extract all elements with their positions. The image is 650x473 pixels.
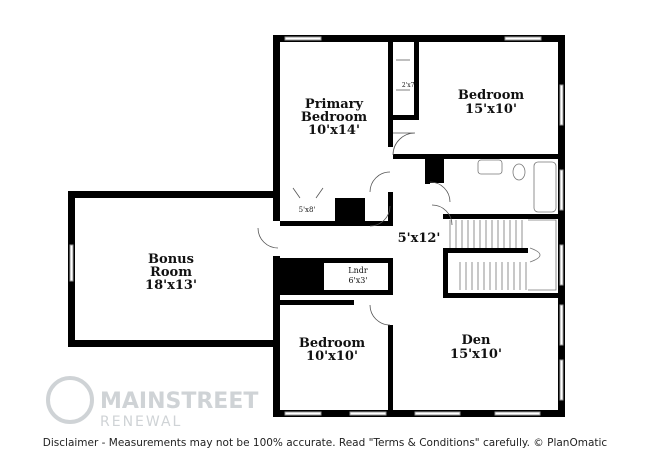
- closet-top-size: 2'x7': [402, 82, 417, 89]
- watermark: MAINSTREET RENEWAL: [46, 376, 258, 430]
- disclaimer-text: Disclaimer - Measurements may not be 100…: [42, 437, 608, 449]
- bonus-room-label-1: Bonus: [148, 252, 194, 267]
- den-label: Den: [462, 333, 492, 348]
- bedroom-top-size: 15'x10': [465, 102, 517, 117]
- windows: [69, 36, 564, 416]
- doors: [257, 59, 453, 326]
- bath-fixtures: [477, 159, 557, 213]
- laundry-label: Lndr: [348, 266, 368, 275]
- bonus-room-size: 18'x13': [145, 278, 197, 293]
- primary-bedroom-label-2: Bedroom: [301, 110, 368, 125]
- stairs: [449, 219, 557, 291]
- watermark-line2: RENEWAL: [100, 414, 182, 430]
- closet-primary-size: 5'x8': [299, 206, 316, 214]
- primary-bedroom-size: 10'x14': [308, 123, 360, 138]
- bedroom-bottom-size: 10'x10': [306, 349, 358, 364]
- watermark-line1: MAINSTREET: [100, 389, 258, 414]
- bedroom-top-label: Bedroom: [458, 88, 525, 103]
- primary-bedroom-label-1: Primary: [305, 97, 364, 112]
- den-size: 15'x10': [450, 347, 502, 362]
- room-labels: Primary Bedroom 10'x14' Bedroom 15'x10' …: [145, 82, 524, 364]
- watermark-logo-icon: [46, 376, 94, 424]
- bonus-room-label-2: Room: [150, 265, 192, 280]
- hall-size: 5'x12': [398, 231, 441, 246]
- laundry-size: 6'x3': [348, 276, 367, 285]
- bedroom-bottom-label: Bedroom: [299, 336, 366, 351]
